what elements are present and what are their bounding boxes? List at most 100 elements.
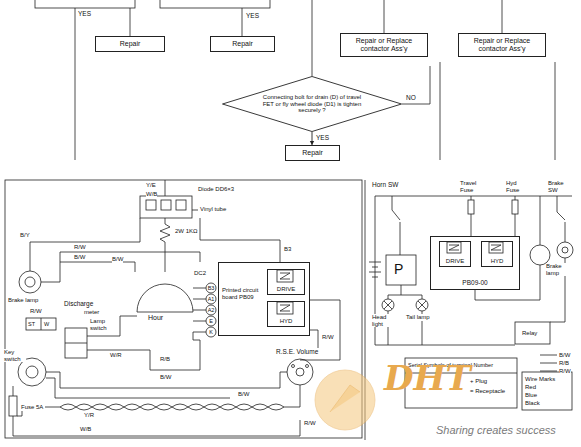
wire-label: W/R bbox=[110, 352, 122, 359]
wire-label: Relay bbox=[522, 330, 537, 337]
right-schematic-stroke bbox=[471, 214, 472, 236]
left-wiring-diagram-stroke bbox=[206, 294, 216, 304]
right-schematic-stroke bbox=[557, 212, 565, 220]
flowchart-lines-stroke bbox=[312, 0, 313, 76]
circuit-board: Printed circuit board PB09DRIVE HYD bbox=[218, 262, 310, 336]
wire-label: Fuse 5A bbox=[21, 404, 45, 411]
right-schematic-stroke bbox=[416, 299, 428, 311]
left-wiring-diagram-stroke bbox=[161, 200, 171, 210]
module-icons-stroke bbox=[280, 305, 290, 311]
flowchart-lines-stroke bbox=[555, 62, 556, 160]
right-schematic-stroke bbox=[540, 371, 557, 372]
node-text: HYD bbox=[482, 258, 512, 264]
left-wiring-diagram-stroke bbox=[284, 385, 300, 407]
left-wiring-diagram-stroke bbox=[146, 200, 156, 210]
module-icons-stroke bbox=[491, 245, 501, 250]
flowchart-lines-stroke bbox=[160, 0, 270, 8]
flowchart-lines bbox=[35, 0, 555, 160]
right-schematic-stroke bbox=[386, 255, 416, 285]
left-wiring-diagram-stroke bbox=[60, 262, 135, 272]
left-wiring-diagram-stroke bbox=[87, 332, 200, 370]
module-box: DRIVE bbox=[267, 269, 305, 295]
wire-label: Y/R bbox=[84, 412, 94, 419]
wire-label: B/W bbox=[74, 254, 85, 261]
left-wiring-diagram bbox=[5, 180, 362, 438]
node-text: Repair bbox=[215, 40, 270, 48]
left-wiring-diagram-stroke bbox=[26, 318, 56, 330]
right-schematic-stroke bbox=[540, 196, 541, 245]
wire-label: R/W bbox=[30, 308, 42, 315]
node-text: Repair or Replace contactor Ass'y bbox=[463, 37, 541, 53]
wire-label: Red bbox=[525, 384, 536, 391]
wire-label: A2 bbox=[208, 307, 215, 313]
left-wiring-diagram-stroke bbox=[65, 328, 87, 358]
left-wiring-diagram-stroke bbox=[310, 330, 318, 348]
watermark-circle-stroke bbox=[315, 370, 375, 430]
right-schematic-stroke bbox=[369, 262, 381, 263]
watermark-text: DHT bbox=[384, 360, 471, 397]
right-schematic-stroke bbox=[401, 295, 422, 299]
node-text: Repair bbox=[290, 149, 335, 157]
wire-label: + Plug bbox=[470, 378, 487, 385]
right-schematic-stroke bbox=[565, 222, 566, 242]
left-wiring-diagram-stroke bbox=[296, 368, 304, 376]
left-wiring-diagram-stroke bbox=[287, 359, 313, 385]
left-wiring-diagram-stroke bbox=[206, 327, 216, 337]
right-schematic-stroke bbox=[512, 200, 518, 214]
wire-label: Brake SW bbox=[548, 180, 574, 193]
right-schematic-stroke bbox=[388, 285, 401, 299]
wire-label: B/Y bbox=[20, 232, 30, 239]
flowchart-lines-stroke bbox=[440, 62, 441, 160]
module-box: DRIVE bbox=[439, 241, 471, 267]
wire-label: W bbox=[44, 321, 49, 327]
flowchart-lines-stroke bbox=[384, 0, 385, 33]
right-schematic-stroke bbox=[369, 272, 381, 273]
left-wiring-diagram-stroke bbox=[13, 416, 300, 436]
right-schematic-stroke bbox=[392, 196, 393, 210]
module-box: HYD bbox=[267, 301, 305, 327]
left-wiring-diagram-stroke bbox=[18, 358, 46, 386]
right-schematic-stroke bbox=[418, 301, 426, 309]
wire-label: Vinyl tube bbox=[200, 206, 226, 213]
wire-label: Travel Fuse bbox=[460, 180, 484, 193]
right-schematic-stroke bbox=[382, 299, 394, 311]
right-schematic-stroke bbox=[515, 322, 550, 344]
wire-label: Lamp switch bbox=[90, 318, 116, 331]
process-box: Repair bbox=[285, 145, 340, 161]
wire-label: Diode DD6×3 bbox=[198, 186, 234, 193]
wire-label: R.S.E. Volume bbox=[276, 348, 318, 355]
left-wiring-diagram-stroke bbox=[280, 240, 281, 262]
flowchart-lines-stroke bbox=[402, 66, 430, 104]
wire-label: Key switch bbox=[4, 349, 26, 362]
right-schematic-stroke bbox=[557, 196, 558, 212]
watermark-circle bbox=[315, 370, 375, 430]
left-wiring-diagram-stroke bbox=[41, 252, 200, 282]
left-wiring-diagram-stroke bbox=[193, 299, 206, 300]
node-text: Repair bbox=[100, 40, 160, 48]
left-wiring-diagram-stroke bbox=[26, 366, 38, 378]
wire-label: R/W bbox=[559, 368, 571, 375]
left-wiring-diagram-stroke bbox=[206, 316, 216, 326]
left-wiring-diagram-stroke bbox=[19, 271, 41, 293]
wire-label: R/B bbox=[160, 356, 170, 363]
left-wiring-diagram-stroke bbox=[41, 318, 42, 330]
wire-label: Black bbox=[525, 400, 540, 407]
left-wiring-diagram-stroke bbox=[46, 378, 230, 398]
left-wiring-diagram-stroke bbox=[193, 321, 206, 322]
node-text: Printed circuit board PB09 bbox=[222, 287, 264, 301]
right-schematic-stroke bbox=[400, 222, 401, 255]
module-icons bbox=[277, 242, 503, 314]
wire-label: Hyd Fuse bbox=[506, 180, 528, 193]
flowchart-lines-stroke bbox=[130, 8, 131, 36]
left-wiring-diagram-stroke bbox=[46, 372, 287, 388]
left-wiring-diagram-stroke bbox=[140, 196, 192, 218]
decision-diamond: Connecting bolt for drain (D) of travel … bbox=[222, 76, 402, 132]
right-schematic-stroke bbox=[418, 301, 426, 309]
wire-label: Discharge bbox=[64, 300, 93, 307]
wire-label: E bbox=[209, 318, 213, 324]
flowchart-lines-stroke bbox=[35, 0, 135, 8]
wire-label: B3 bbox=[284, 246, 291, 253]
